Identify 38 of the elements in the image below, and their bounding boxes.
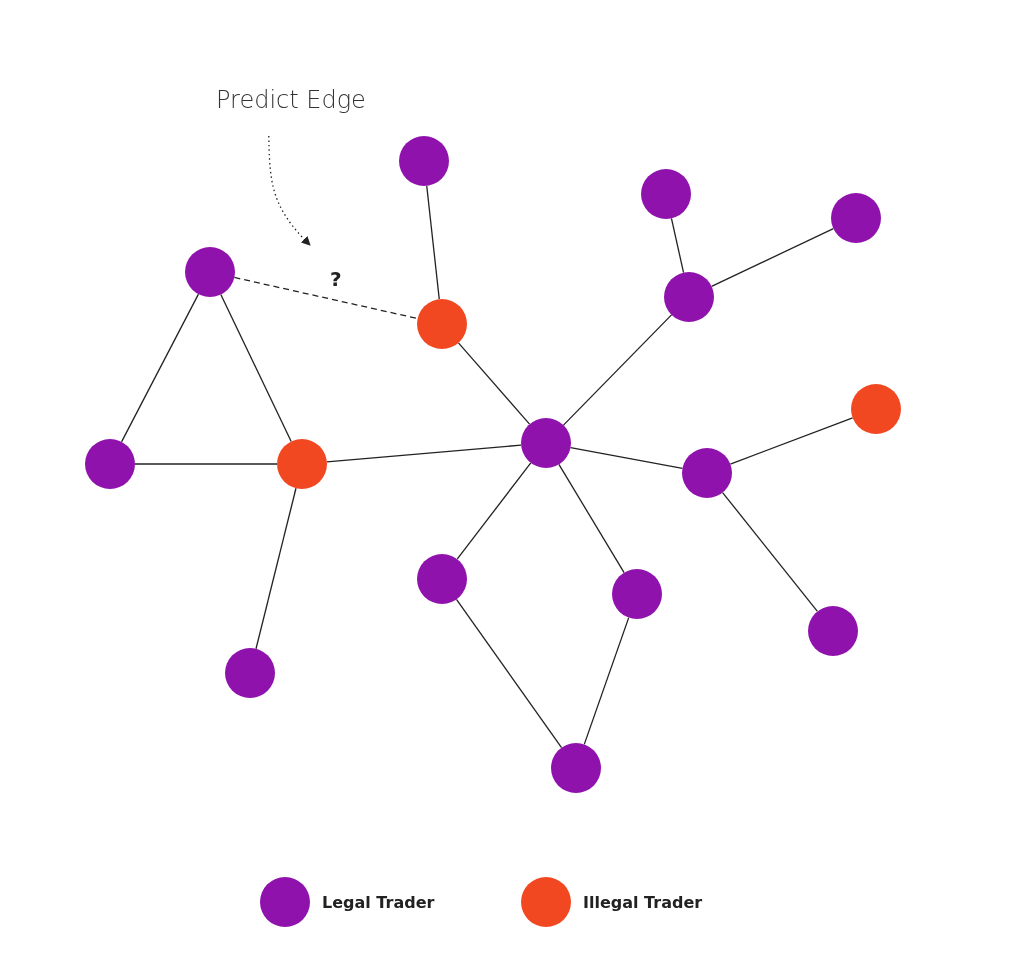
edge-line xyxy=(455,598,563,749)
edge-line xyxy=(134,463,278,465)
edge-line xyxy=(583,616,630,746)
legend-label: Legal Trader xyxy=(322,893,435,912)
edge-line xyxy=(729,417,854,465)
annotation-text: Predict Edge xyxy=(216,86,376,118)
edge-line xyxy=(710,228,835,287)
trader-node xyxy=(664,272,714,322)
edge-line xyxy=(721,491,819,613)
edge-line xyxy=(220,293,292,443)
trader-node xyxy=(417,554,467,604)
trader-node xyxy=(185,247,235,297)
trader-node xyxy=(277,439,327,489)
trader-node xyxy=(682,448,732,498)
edge-line xyxy=(120,293,200,443)
trader-node xyxy=(641,169,691,219)
edge-line xyxy=(255,487,297,650)
trader-node xyxy=(831,193,881,243)
edge-line xyxy=(457,342,531,425)
edge-line xyxy=(670,217,685,274)
trader-node xyxy=(808,606,858,656)
edge-line xyxy=(558,463,625,574)
trader-node xyxy=(612,569,662,619)
edge-line xyxy=(562,314,673,426)
edge-line xyxy=(326,444,522,463)
leader-arrow xyxy=(268,135,311,246)
trader-node xyxy=(417,299,467,349)
trader-node xyxy=(521,418,571,468)
trader-node xyxy=(85,439,135,489)
trader-node xyxy=(851,384,901,434)
dashed-edge xyxy=(233,276,419,320)
trader-node xyxy=(225,648,275,698)
trader-node xyxy=(551,743,601,793)
edge-line xyxy=(456,462,532,560)
edge-line xyxy=(426,185,440,300)
edge-line xyxy=(569,446,684,470)
legend-label: Illegal Trader xyxy=(583,893,703,912)
trader-node xyxy=(399,136,449,186)
